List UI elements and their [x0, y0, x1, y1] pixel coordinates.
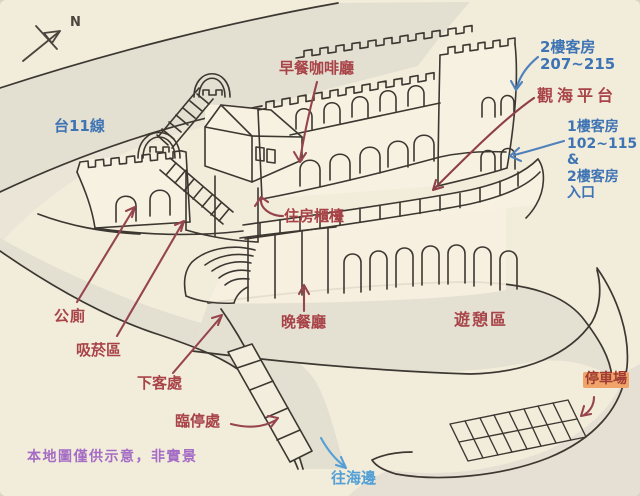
- upper-gate-arch: [193, 72, 231, 98]
- left-slope-wash: [0, 106, 262, 244]
- lower-gate-arch: [137, 131, 181, 159]
- ground-under-wing: [94, 227, 244, 236]
- wing-arch: [149, 189, 171, 217]
- terrace-bottom-curve: [191, 269, 601, 375]
- front-desk-arrow: [253, 195, 285, 218]
- breakfast-cafe-arrow: [292, 80, 319, 164]
- parking-lot-label: 停車場: [583, 371, 629, 388]
- outer-road-curve: [395, 267, 629, 479]
- drop-off-label: 下客處: [137, 374, 183, 392]
- front-parapet: [257, 71, 435, 111]
- public-toilet-arrow: [75, 205, 137, 304]
- left-wing-wall: [76, 150, 244, 236]
- sea-view-deck-label: 觀海平台: [537, 86, 618, 105]
- annotation-arrows: [75, 55, 596, 470]
- balustrade-posts: [259, 171, 519, 238]
- front-desk-label: 住房櫃檯: [284, 207, 345, 225]
- gateway-stairs: [137, 72, 234, 225]
- drop-off-arrow: [171, 313, 224, 375]
- smoking-area-arrow: [115, 219, 186, 338]
- parking-lot-grid: [449, 399, 587, 462]
- temp-parking-arrow: [229, 414, 280, 429]
- rooms-2f-label: 2樓客房 207~215: [540, 38, 616, 73]
- breakfast-cafe-label: 早餐咖啡廳: [279, 59, 355, 77]
- to-beach-label: 往海邊: [331, 469, 377, 487]
- recreation-terrace-wash: [192, 282, 612, 377]
- cafe-window: [266, 148, 276, 164]
- back-parapet: [295, 24, 473, 59]
- ground-floor: [239, 226, 518, 302]
- dinner-restaurant-label: 晚餐廳: [281, 313, 327, 331]
- smoking-area-label: 吸菸區: [76, 341, 122, 359]
- rooms-1f-arrow: [508, 139, 566, 163]
- rooms-2f-arrow: [509, 55, 540, 92]
- dinner-wall-panels: [247, 227, 329, 302]
- recreation-area-label: 遊憩區: [454, 310, 509, 329]
- wing-arch: [115, 195, 137, 223]
- to-beach-arrow: [319, 436, 348, 470]
- compass-icon: [22, 25, 61, 62]
- beach-road-wash: [348, 364, 640, 496]
- wall-bottom: [261, 150, 507, 200]
- temp-parking-strip: [227, 343, 313, 463]
- cafe-window: [255, 146, 265, 162]
- dinner-arrow: [297, 283, 311, 313]
- parking-lot-arrow: [579, 395, 596, 418]
- ledge-line: [289, 102, 441, 136]
- sea-view-terrace: [242, 158, 545, 240]
- driveway-surface: [0, 238, 345, 469]
- temp-parking-label: 臨停處: [175, 412, 221, 430]
- hill-line-under-wing: [37, 213, 141, 235]
- front-desk-wall: [185, 169, 259, 243]
- tower-crown: [439, 37, 516, 56]
- highway-upper-edge: [0, 2, 339, 89]
- right-tower: [437, 37, 518, 187]
- route-11-label: 台11線: [54, 117, 105, 135]
- rooms-1f-entrance-label: 1樓客房 102~115 & 2樓客房 入口: [567, 119, 638, 202]
- compass-n-label: N: [70, 15, 81, 30]
- sea-view-deck-arrow: [431, 96, 536, 192]
- public-toilet-label: 公廁: [54, 307, 87, 325]
- main-facade: [257, 24, 507, 200]
- disclaimer-label: 本地圖僅供示意，非實景: [27, 449, 198, 465]
- castle-building: [76, 24, 545, 305]
- road-fork-point: [371, 451, 413, 475]
- fan-staircase: [183, 246, 256, 305]
